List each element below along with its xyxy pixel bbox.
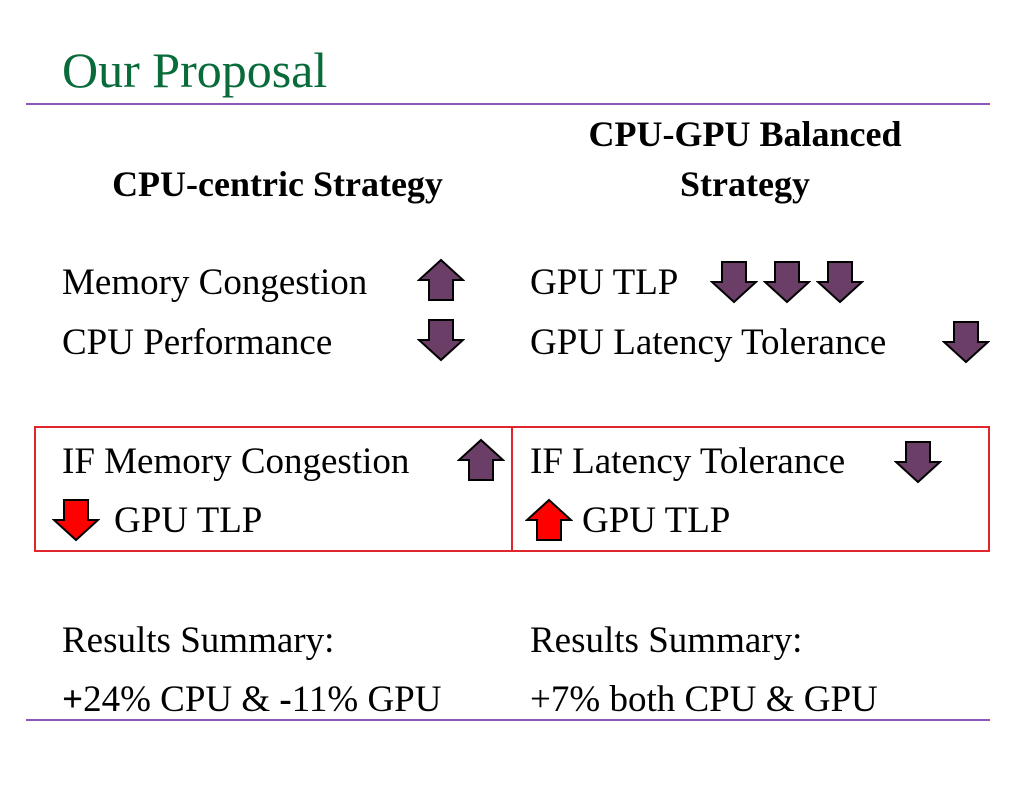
left-results-label: Results Summary: bbox=[62, 620, 335, 661]
down-arrow-icon bbox=[942, 320, 990, 364]
left-gpu-tlp-label: GPU TLP bbox=[114, 500, 263, 541]
right-gpu-tlp-label: GPU TLP bbox=[582, 500, 731, 541]
bottom-divider bbox=[26, 719, 990, 721]
gpu-latency-tolerance-label: GPU Latency Tolerance bbox=[530, 322, 887, 363]
top-divider bbox=[26, 103, 990, 105]
up-arrow-icon bbox=[417, 258, 465, 302]
red-down-arrow-icon bbox=[52, 498, 100, 542]
red-up-arrow-icon bbox=[525, 498, 573, 542]
left-column-heading: CPU-centric Strategy bbox=[112, 164, 443, 204]
up-arrow-icon bbox=[457, 438, 505, 482]
down-arrow-icon bbox=[894, 440, 942, 484]
right-column-heading-line1: CPU-GPU Balanced bbox=[588, 114, 902, 154]
down-arrow-icon bbox=[816, 260, 864, 304]
right-condition-box bbox=[511, 426, 990, 552]
down-arrow-icon bbox=[710, 260, 758, 304]
results-end-text: 11% GPU bbox=[291, 679, 442, 720]
minus-sign: - bbox=[279, 679, 292, 720]
right-results-label: Results Summary: bbox=[530, 620, 803, 661]
right-results-line: +7% both CPU & GPU bbox=[530, 679, 878, 720]
results-mid-text: 24% CPU & bbox=[83, 679, 280, 720]
memory-congestion-label: Memory Congestion bbox=[62, 262, 368, 303]
down-arrow-icon bbox=[417, 318, 465, 362]
down-arrow-icon bbox=[763, 260, 811, 304]
plus-sign: + bbox=[62, 679, 84, 720]
left-results-line: +24% CPU & -11% GPU bbox=[62, 676, 441, 724]
page-title: Our Proposal bbox=[62, 42, 328, 98]
if-memory-congestion-label: IF Memory Congestion bbox=[62, 441, 410, 482]
gpu-tlp-label: GPU TLP bbox=[530, 262, 679, 303]
cpu-performance-label: CPU Performance bbox=[62, 322, 333, 363]
if-latency-tolerance-label: IF Latency Tolerance bbox=[530, 441, 846, 482]
right-column-heading-line2: Strategy bbox=[680, 164, 810, 204]
